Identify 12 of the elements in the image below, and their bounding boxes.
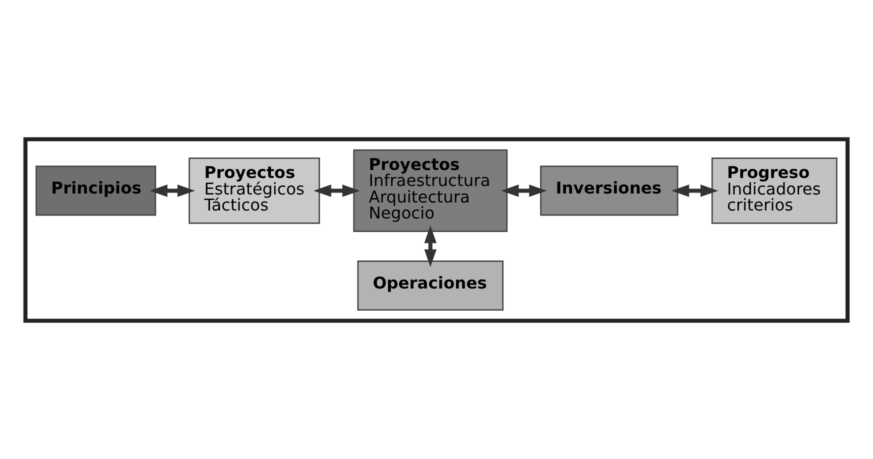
arrow xyxy=(424,225,437,266)
node-box: Proyectos Infraestructura Arquitectura Negocio xyxy=(353,148,508,232)
node-box: Inversiones xyxy=(540,165,678,216)
node-box: Proyectos Estratégicos Tácticos xyxy=(188,157,320,224)
node-box: Principios xyxy=(36,165,156,216)
arrow xyxy=(150,184,196,196)
node-box: Progreso Indicadores criterios xyxy=(711,157,838,224)
arrow xyxy=(314,184,360,196)
arrow xyxy=(501,184,547,196)
cluster xyxy=(23,136,850,322)
arrow xyxy=(671,184,718,196)
node-box: Operaciones xyxy=(357,260,504,310)
